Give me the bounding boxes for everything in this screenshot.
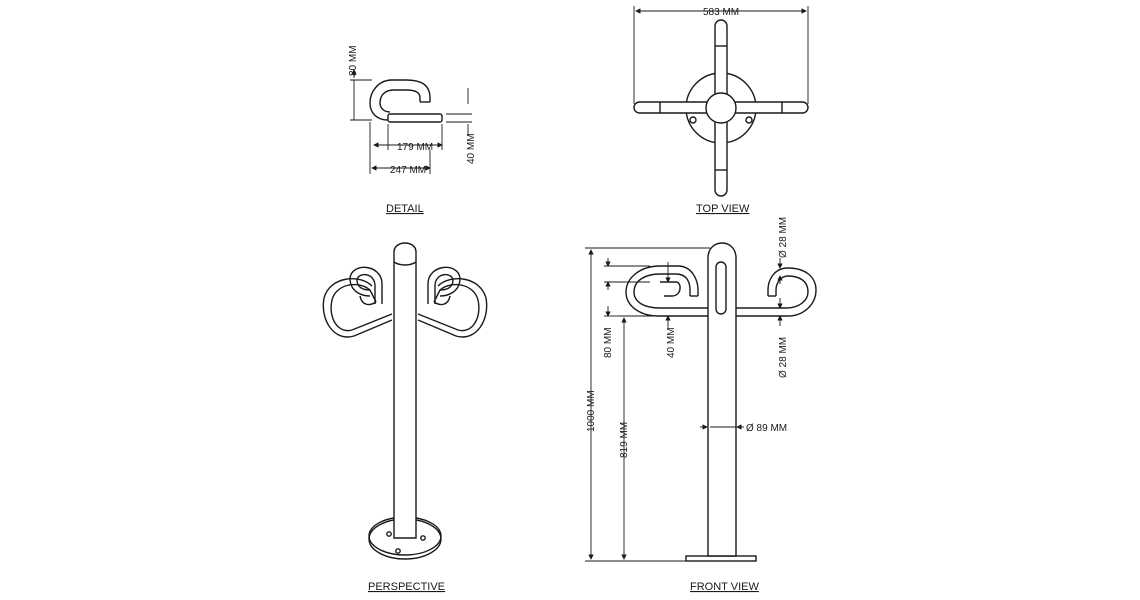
top-width-dim: 583 MM	[703, 7, 739, 18]
detail-view: 80 MM 179 MM 247 MM 40 MM DETAIL	[348, 45, 477, 215]
detail-thickness-dim: 40 MM	[466, 133, 477, 164]
top-view-caption: TOP VIEW	[696, 203, 750, 215]
front-tube-dia-bottom-dim: Ø 28 MM	[778, 337, 789, 378]
front-40-dim: 40 MM	[666, 327, 677, 358]
detail-caption: DETAIL	[386, 203, 424, 215]
top-view: 583 MM TOP VIEW	[633, 6, 809, 215]
front-80-dim: 80 MM	[603, 327, 614, 358]
front-post-dia-dim: Ø 89 MM	[746, 423, 787, 434]
front-view: 1000 MM 819 MM 80 MM 40 MM Ø 28 MM Ø 28 …	[585, 217, 817, 593]
front-view-caption: FRONT VIEW	[690, 581, 759, 593]
detail-inner-width-dim: 179 MM	[397, 142, 433, 153]
front-total-height-dim: 1000 MM	[586, 390, 597, 432]
detail-height-dim: 80 MM	[348, 45, 359, 76]
perspective-view: PERSPECTIVE	[322, 242, 488, 593]
perspective-caption: PERSPECTIVE	[368, 581, 445, 593]
front-handle-height-dim: 819 MM	[619, 422, 630, 458]
detail-outer-width-dim: 247 MM	[390, 165, 426, 176]
front-tube-dia-top-dim: Ø 28 MM	[778, 217, 789, 258]
